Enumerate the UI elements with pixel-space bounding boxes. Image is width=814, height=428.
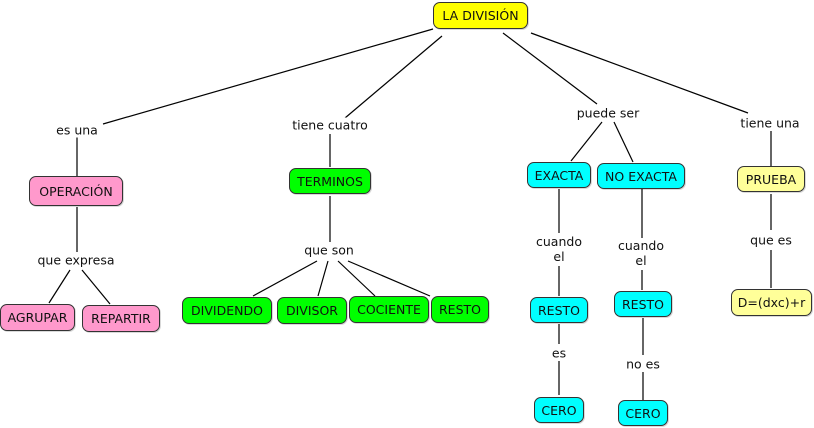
connector (570, 121, 603, 162)
connector (48, 269, 71, 304)
link-cuando-el-no-exacta: cuando el (618, 238, 664, 268)
node-resto-exacta[interactable]: RESTO (530, 297, 588, 323)
connector (502, 32, 598, 105)
node-formula[interactable]: D=(dxc)+r (731, 289, 812, 316)
node-prueba[interactable]: PRUEBA (737, 166, 805, 192)
link-que-es: que es (750, 232, 792, 248)
node-terminos[interactable]: TERMINOS (289, 168, 371, 194)
link-tiene-una: tiene una (740, 115, 800, 131)
link-cuando-el-exacta: cuando el (536, 234, 582, 264)
node-exacta[interactable]: EXACTA (527, 162, 591, 188)
connector (337, 260, 376, 297)
connector (317, 260, 329, 297)
connector (102, 28, 434, 125)
link-que-son: que son (304, 242, 354, 258)
node-operacion[interactable]: OPERACIÓN (29, 176, 123, 206)
connector (530, 32, 749, 114)
link-tiene-cuatro: tiene cuatro (292, 117, 368, 133)
connector (613, 121, 634, 163)
link-es: es (551, 345, 567, 361)
connector (81, 269, 111, 305)
node-no-exacta[interactable]: NO EXACTA (597, 163, 685, 189)
link-puede-ser: puede ser (576, 105, 640, 121)
node-la-division[interactable]: LA DIVISIÓN (433, 2, 528, 29)
node-agrupar[interactable]: AGRUPAR (0, 304, 75, 331)
node-cero-exacta[interactable]: CERO (534, 397, 584, 423)
connector (252, 260, 318, 297)
link-que-expresa: que expresa (37, 252, 115, 268)
link-es-una: es una (56, 122, 98, 138)
connector (344, 35, 443, 119)
node-resto-no-exacta[interactable]: RESTO (614, 291, 672, 317)
node-dividendo[interactable]: DIVIDENDO (182, 297, 272, 324)
node-resto[interactable]: RESTO (431, 296, 489, 323)
node-cociente[interactable]: COCIENTE (349, 296, 429, 323)
node-repartir[interactable]: REPARTIR (82, 305, 160, 332)
node-cero-no-exacta[interactable]: CERO (618, 400, 668, 426)
link-no-es: no es (626, 356, 660, 372)
connector (347, 260, 431, 297)
node-divisor[interactable]: DIVISOR (277, 297, 347, 324)
